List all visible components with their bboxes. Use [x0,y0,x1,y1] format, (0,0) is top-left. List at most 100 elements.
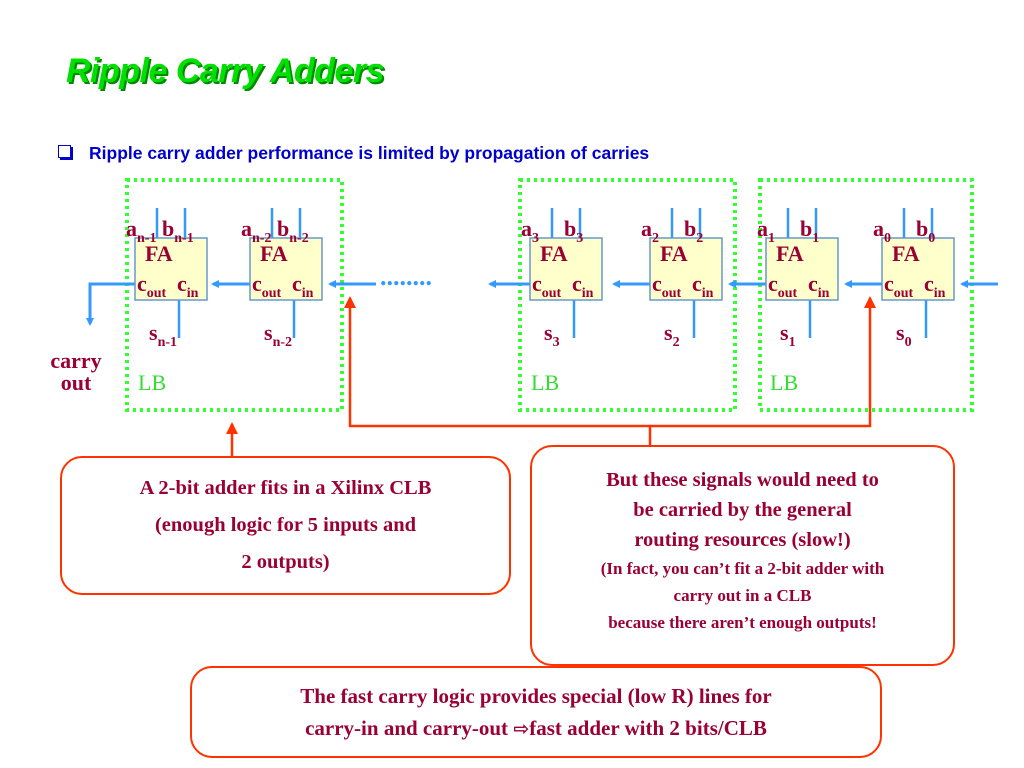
page-title: Ripple Carry Adders [66,52,385,90]
input-b-label: b0 [916,216,935,246]
input-a-label-main: a [521,216,532,241]
cin-label-subscript: in [702,286,714,301]
cin-label-main: c [177,271,187,296]
input-b-label: b2 [684,216,703,246]
sum-label-subscript: 0 [905,335,912,350]
cin-label: cin [808,271,830,301]
right-arrow-icon: ⇨ [513,718,530,740]
cout-label: cout [652,271,682,301]
cout-label-main: c [137,271,147,296]
input-a-label-subscript: 2 [652,231,659,246]
cin-label-main: c [924,271,934,296]
bullet-point: Ripple carry adder performance is limite… [58,143,649,164]
cout-label-main: c [884,271,894,296]
cin-label-main: c [692,271,702,296]
input-a-label: a1 [757,216,775,246]
cout-label-main: c [532,271,542,296]
input-a-label-main: a [757,216,768,241]
input-b-label-main: b [800,216,812,241]
cout-label: cout [137,271,167,301]
sum-label: s3 [544,320,560,350]
cin-label-subscript: in [187,286,199,301]
full-adder-box [249,237,323,301]
lb-label-3: LB [770,370,798,395]
sum-label-main: s [896,320,905,345]
carry-out-label-line2: out [61,370,92,395]
input-b-label-subscript: 1 [812,231,819,246]
cout-label: cout [768,271,798,301]
callout-left-line: A 2-bit adder fits in a Xilinx CLB [139,477,432,499]
cout-label: cout [252,271,282,301]
bullet-square-icon [58,145,71,158]
input-a-label: a2 [641,216,659,246]
input-a-label-subscript: 0 [884,231,891,246]
input-b-label-main: b [916,216,928,241]
cout-label-subscript: out [542,286,562,301]
callout-bottom-line1: The fast carry logic provides special (l… [300,684,772,708]
input-b-label: bn-2 [277,216,309,246]
carry-out-label-line1: carry [50,348,101,373]
ellipsis: ........ [380,262,432,291]
cin-label-main: c [808,271,818,296]
callout-right-note: (In fact, you can’t fit a 2-bit adder wi… [600,559,885,578]
cin-label-subscript: in [302,286,314,301]
callout-right-line: But these signals would need to [606,469,879,491]
cout-label-main: c [768,271,778,296]
input-b-label: b1 [800,216,819,246]
lb-box-1 [125,178,344,412]
input-a-label-subscript: n-2 [252,231,271,246]
input-b-label-subscript: 2 [696,231,703,246]
cout-label-subscript: out [262,286,282,301]
sum-label-main: s [780,320,789,345]
sum-label-subscript: n-1 [158,335,177,350]
cout-label-main: c [252,271,262,296]
cout-label-subscript: out [894,286,914,301]
input-b-label: b3 [564,216,583,246]
callout-general-routing: But these signals would need to be carri… [530,445,955,666]
fa-label: FA [776,241,804,266]
fa-label: FA [540,241,568,266]
input-a-label-subscript: 3 [532,231,539,246]
input-a-label-subscript: n-1 [137,231,156,246]
input-a-label: an-1 [126,216,156,246]
sum-label-subscript: n-2 [273,335,292,350]
full-adder-box [881,237,955,301]
cout-label-subscript: out [778,286,798,301]
sum-label: sn-2 [264,320,292,350]
input-a-label-main: a [126,216,137,241]
full-adder-box [529,237,603,301]
carry-wires [86,280,998,326]
input-b-label-main: b [684,216,696,241]
lb-label-1: LB [138,370,166,395]
cout-label: cout [532,271,562,301]
cin-label-main: c [572,271,582,296]
full-adder-box [649,237,723,301]
input-a-label-main: a [241,216,252,241]
callout-right-note: because there aren’t enough outputs! [608,613,877,632]
cin-label: cin [572,271,594,301]
sum-label-main: s [664,320,673,345]
cout-label-subscript: out [662,286,682,301]
sum-label-main: s [264,320,273,345]
input-b-label-subscript: n-1 [174,231,193,246]
callout-bottom-line2: carry-in and carry-out ⇨fast adder with … [192,712,880,745]
input-a-label-main: a [641,216,652,241]
input-a-label-subscript: 1 [768,231,775,246]
cin-label-subscript: in [934,286,946,301]
lb-label-2: LB [531,370,559,395]
input-a-label: a0 [873,216,891,246]
red-arrows [226,296,876,456]
callout-right-note: carry out in a CLB [673,586,812,605]
sum-label-main: s [149,320,158,345]
cin-label: cin [292,271,314,301]
input-b-label: bn-1 [162,216,194,246]
cin-label: cin [924,271,946,301]
sum-label-subscript: 1 [789,335,796,350]
callout-left-line: 2 outputs) [241,551,330,573]
callout-bottom-text-b: fast adder with 2 bits/CLB [529,716,767,740]
